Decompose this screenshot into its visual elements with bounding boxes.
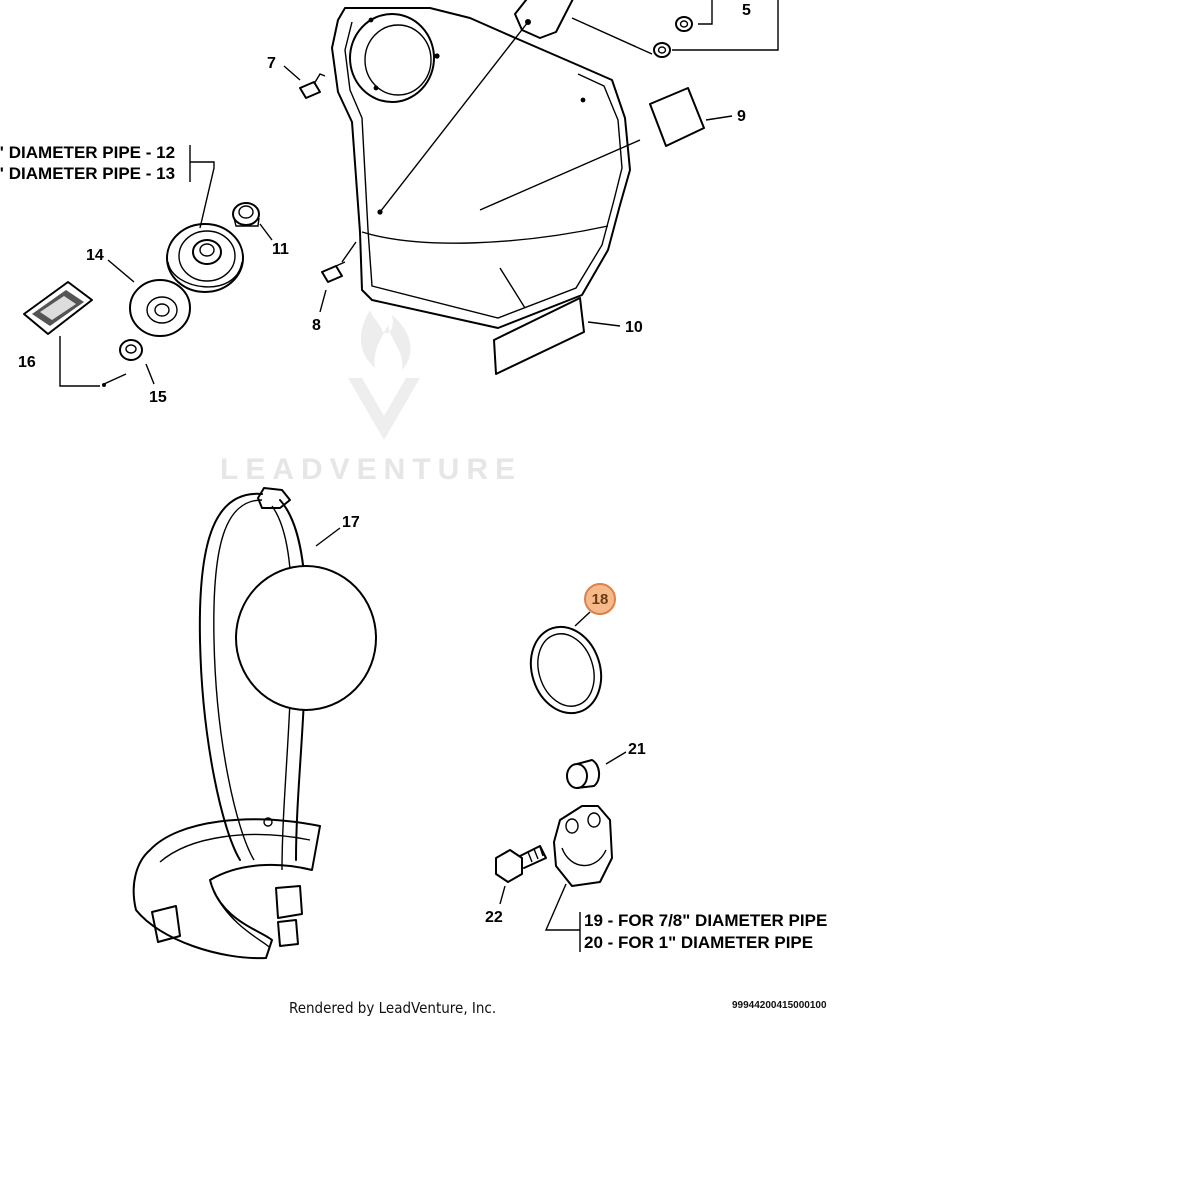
label-5: 5 xyxy=(742,2,751,19)
bracket-5 xyxy=(672,0,779,51)
footer-credit: Rendered by LeadVenture, Inc. xyxy=(289,999,496,1017)
part-kit-16 xyxy=(23,281,127,387)
leader-10a xyxy=(499,267,526,309)
part-washer-14 xyxy=(129,279,191,337)
part-guard xyxy=(331,7,641,329)
part-nut-11 xyxy=(232,202,260,227)
label-22: 22 xyxy=(485,909,503,926)
label-18: 18 xyxy=(592,591,609,608)
leader-11 xyxy=(259,223,273,241)
footer-code: 99944200415000100 xyxy=(732,1000,827,1011)
part-harness-17 xyxy=(132,487,377,960)
part-bolt-22 xyxy=(495,845,547,883)
leader-10 xyxy=(587,321,621,327)
leader-7 xyxy=(283,65,301,81)
watermark-text: LEADVENTURE xyxy=(220,453,522,486)
leader-bolt xyxy=(571,17,653,55)
highlight-badge-18[interactable]: 18 xyxy=(584,583,616,615)
bracket-19-20 xyxy=(544,883,581,952)
label-21: 21 xyxy=(628,741,646,758)
part-screw-8 xyxy=(321,261,346,283)
label-16: 16 xyxy=(18,354,36,371)
part-nut-5a xyxy=(675,16,693,32)
part-nut-15 xyxy=(119,339,143,361)
part-flange xyxy=(166,223,244,293)
part-clamp-19-20 xyxy=(553,805,613,887)
leader-8 xyxy=(319,289,327,313)
label-8: 8 xyxy=(312,317,321,334)
leader-17 xyxy=(315,527,341,547)
label-7: 7 xyxy=(267,55,276,72)
leader-16 xyxy=(59,336,100,387)
leader-8a xyxy=(341,241,357,263)
label-15: 15 xyxy=(149,389,167,406)
label-10: 10 xyxy=(625,319,643,336)
part-bracket xyxy=(379,0,574,213)
part-decal-9 xyxy=(649,87,705,147)
label-14: 14 xyxy=(86,247,104,264)
note-clamp-20: 20 - FOR 1" DIAMETER PIPE xyxy=(584,933,813,952)
leader-14 xyxy=(107,259,135,283)
leader-15 xyxy=(145,363,155,385)
note-pipe-12: " DIAMETER PIPE - 12 xyxy=(0,143,175,162)
note-pipe-13: " DIAMETER PIPE - 13 xyxy=(0,164,175,183)
leader-18 xyxy=(574,611,591,627)
label-9: 9 xyxy=(737,108,746,125)
part-spacer-21 xyxy=(566,759,600,789)
part-screw-7 xyxy=(299,73,326,99)
watermark-logo xyxy=(348,310,420,440)
note-clamp-19: 19 - FOR 7/8" DIAMETER PIPE xyxy=(584,911,827,930)
label-11: 11 xyxy=(272,241,289,258)
label-17: 17 xyxy=(342,514,360,531)
leader-22 xyxy=(499,885,506,905)
part-decal-10 xyxy=(493,297,585,375)
part-ring-18 xyxy=(529,625,603,715)
leader-21 xyxy=(605,751,627,765)
bracket-12-13 xyxy=(189,145,215,229)
part-nut-5b xyxy=(653,42,671,58)
leader-9 xyxy=(705,115,733,121)
leader-5a xyxy=(698,0,713,25)
